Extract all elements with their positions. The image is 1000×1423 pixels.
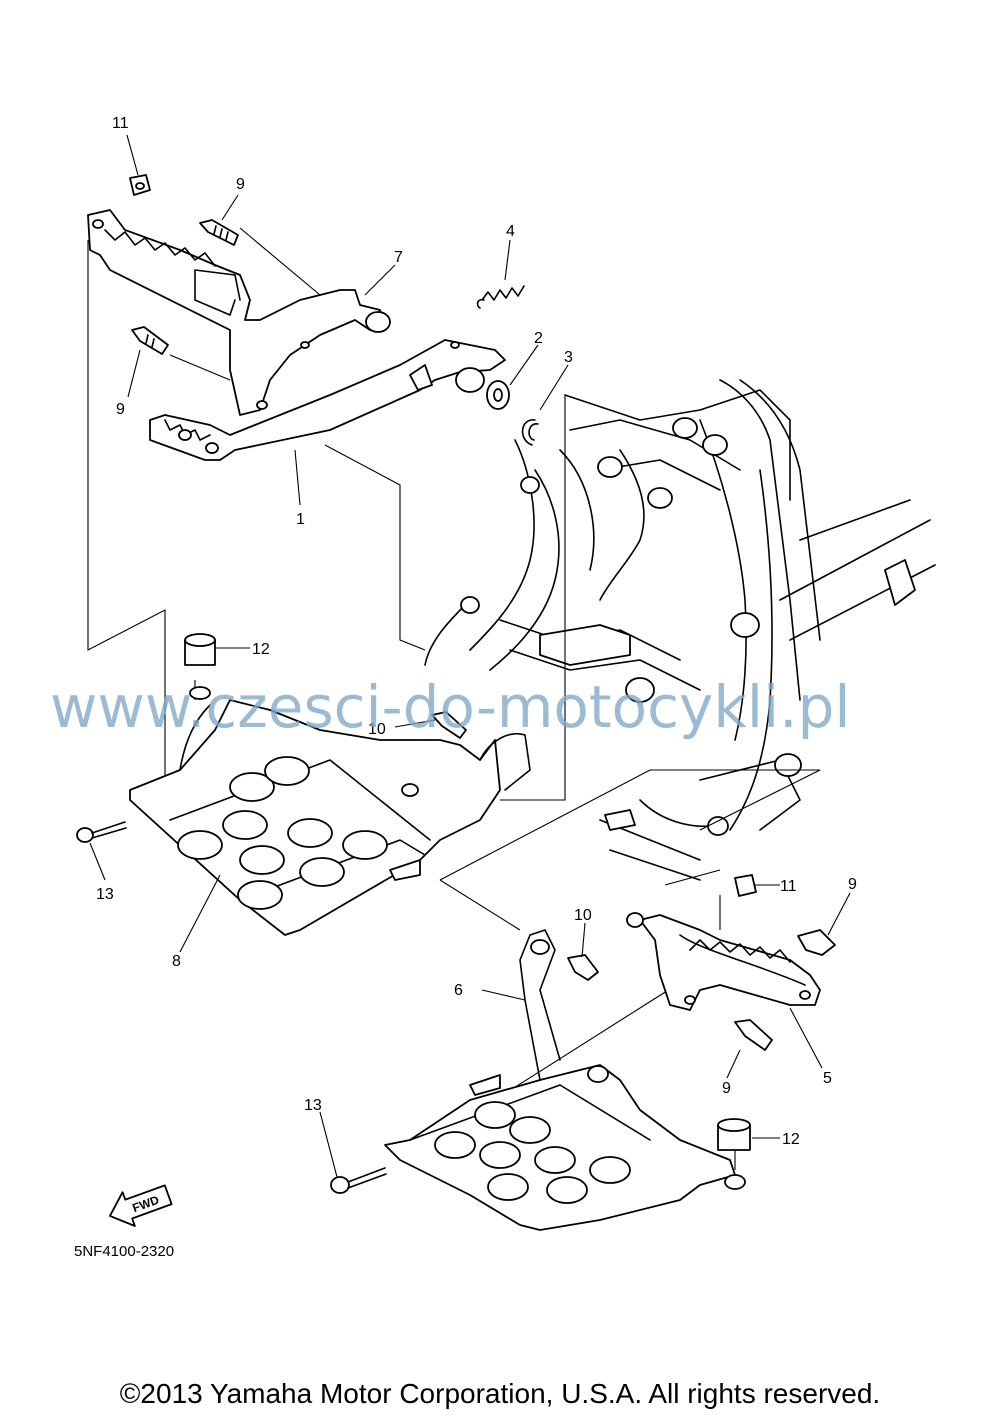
copyright-notice: ©2013 Yamaha Motor Corporation, U.S.A. A… <box>119 1378 881 1409</box>
part-6-right-skid-plate <box>384 929 746 1231</box>
callout-1: 1 <box>296 511 305 528</box>
callout-13: 13 <box>304 1097 322 1114</box>
callout-2: 2 <box>534 330 543 347</box>
callout-9: 9 <box>116 401 125 418</box>
callout-9: 9 <box>848 876 857 893</box>
callout-10: 10 <box>368 721 386 738</box>
part-7-left-footrest-bracket <box>87 209 391 416</box>
part-8-left-skid-plate <box>129 699 531 936</box>
watermark-text: www.czesci-do-motocykli.pl <box>50 673 851 741</box>
callout-labels: 11 9 4 7 2 3 9 1 12 10 13 8 11 9 10 6 5 … <box>96 115 857 1148</box>
callout-11: 11 <box>780 878 797 895</box>
callout-12: 12 <box>782 1131 800 1148</box>
callout-13: 13 <box>96 886 114 903</box>
frame-drawing <box>424 379 936 881</box>
callout-3: 3 <box>564 349 573 366</box>
callout-5: 5 <box>823 1070 832 1087</box>
callout-12: 12 <box>252 641 270 658</box>
part-5-right-footrest <box>626 912 821 1011</box>
callout-8: 8 <box>172 953 181 970</box>
part-1-brake-pedal <box>149 339 506 461</box>
callout-9: 9 <box>236 176 245 193</box>
callout-11: 11 <box>112 115 129 132</box>
fwd-arrow-icon: FWD <box>109 1184 173 1227</box>
callout-7: 7 <box>394 249 403 266</box>
diagram-code: 5NF4100-2320 <box>74 1243 174 1260</box>
callout-leaders <box>89 134 851 1178</box>
callout-9: 9 <box>722 1080 731 1097</box>
hardware <box>76 174 836 1194</box>
callout-10: 10 <box>574 907 592 924</box>
callout-6: 6 <box>454 982 463 999</box>
callout-4: 4 <box>506 223 515 240</box>
